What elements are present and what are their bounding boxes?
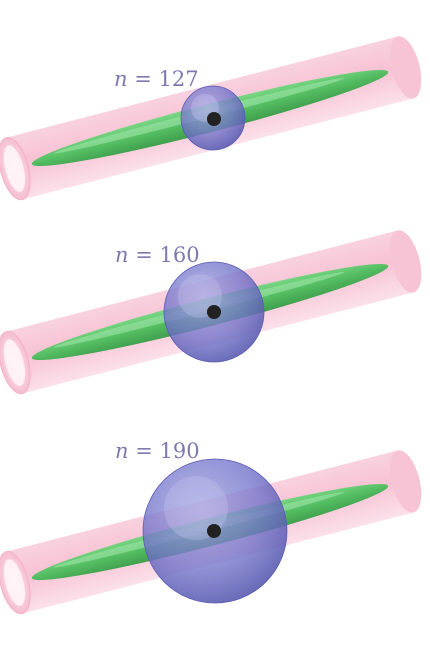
nucleus-dot (207, 112, 221, 126)
n-value: 190 (159, 439, 199, 463)
nucleus-dot (207, 305, 221, 319)
equals-sign: = (129, 243, 160, 267)
n-label: n = 190 (115, 439, 200, 463)
n-label: n = 160 (115, 243, 200, 267)
nucleus-dot (207, 524, 221, 538)
n-variable: n (114, 67, 128, 91)
n-value: 127 (158, 67, 198, 91)
n-variable: n (115, 243, 129, 267)
n-label: n = 127 (114, 67, 199, 91)
equals-sign: = (128, 67, 159, 91)
n-variable: n (115, 439, 129, 463)
n-value: 160 (159, 243, 199, 267)
equals-sign: = (129, 439, 160, 463)
